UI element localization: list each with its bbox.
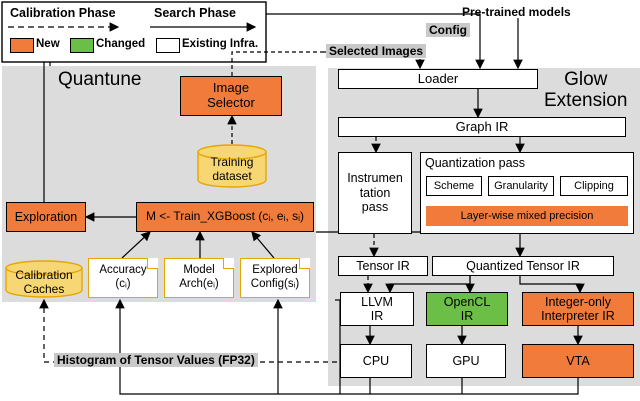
legend-changed-swatch bbox=[70, 38, 94, 53]
training-dataset-label: Training dataset bbox=[210, 155, 254, 183]
tensor-ir-box: Tensor IR bbox=[338, 256, 428, 276]
train-xgboost-box: M <- Train_XGBoost (cᵢ, eᵢ, sᵢ) bbox=[136, 202, 314, 232]
clipping-box: Clipping bbox=[560, 176, 628, 196]
model-arch-doc: Model Arch(eᵢ) bbox=[164, 258, 234, 298]
quantune-title: Quantune bbox=[58, 69, 142, 90]
gpu-box: GPU bbox=[426, 344, 506, 378]
legend-calibration-phase: Calibration Phase bbox=[10, 6, 116, 20]
legend-new-label: New bbox=[36, 38, 60, 50]
selected-images-label: Selected Images bbox=[326, 44, 427, 58]
histogram-label: Histogram of Tensor Values (FP32) bbox=[54, 353, 258, 367]
instrumentation-pass-box: Instrumen tation pass bbox=[338, 152, 412, 234]
quantization-pass-title: Quantization pass bbox=[425, 156, 526, 170]
calibration-caches-label: Calibration Caches bbox=[15, 268, 73, 297]
vta-box: VTA bbox=[522, 344, 634, 378]
graph-ir-box: Graph IR bbox=[338, 117, 626, 137]
scheme-box: Scheme bbox=[426, 176, 482, 196]
loader-box: Loader bbox=[338, 69, 538, 89]
mixed-precision-box: Layer-wise mixed precision bbox=[426, 206, 628, 226]
legend-existing-label: Existing Infra. bbox=[182, 38, 259, 50]
granularity-box: Granularity bbox=[488, 176, 554, 196]
llvm-ir-box: LLVM IR bbox=[340, 292, 414, 326]
image-selector: Image Selector bbox=[180, 76, 282, 116]
opencl-ir-box: OpenCL IR bbox=[426, 292, 508, 326]
quantized-tensor-ir-box: Quantized Tensor IR bbox=[432, 256, 614, 276]
legend-new-swatch bbox=[10, 38, 34, 53]
explored-config-doc: Explored Config(sᵢ) bbox=[240, 258, 310, 298]
pretrained-models-label: Pre-trained models bbox=[462, 5, 571, 19]
glow-title: Glow Extension bbox=[544, 69, 628, 111]
config-label: Config bbox=[426, 23, 470, 37]
accuracy-doc: Accuracy (cᵢ) bbox=[88, 258, 158, 298]
legend-changed-label: Changed bbox=[96, 38, 146, 50]
interpreter-ir-box: Integer-only Interpreter IR bbox=[522, 292, 634, 326]
legend-existing-swatch bbox=[156, 38, 180, 53]
cpu-box: CPU bbox=[340, 344, 412, 378]
legend-search-phase: Search Phase bbox=[154, 6, 236, 20]
exploration-box: Exploration bbox=[6, 202, 86, 232]
